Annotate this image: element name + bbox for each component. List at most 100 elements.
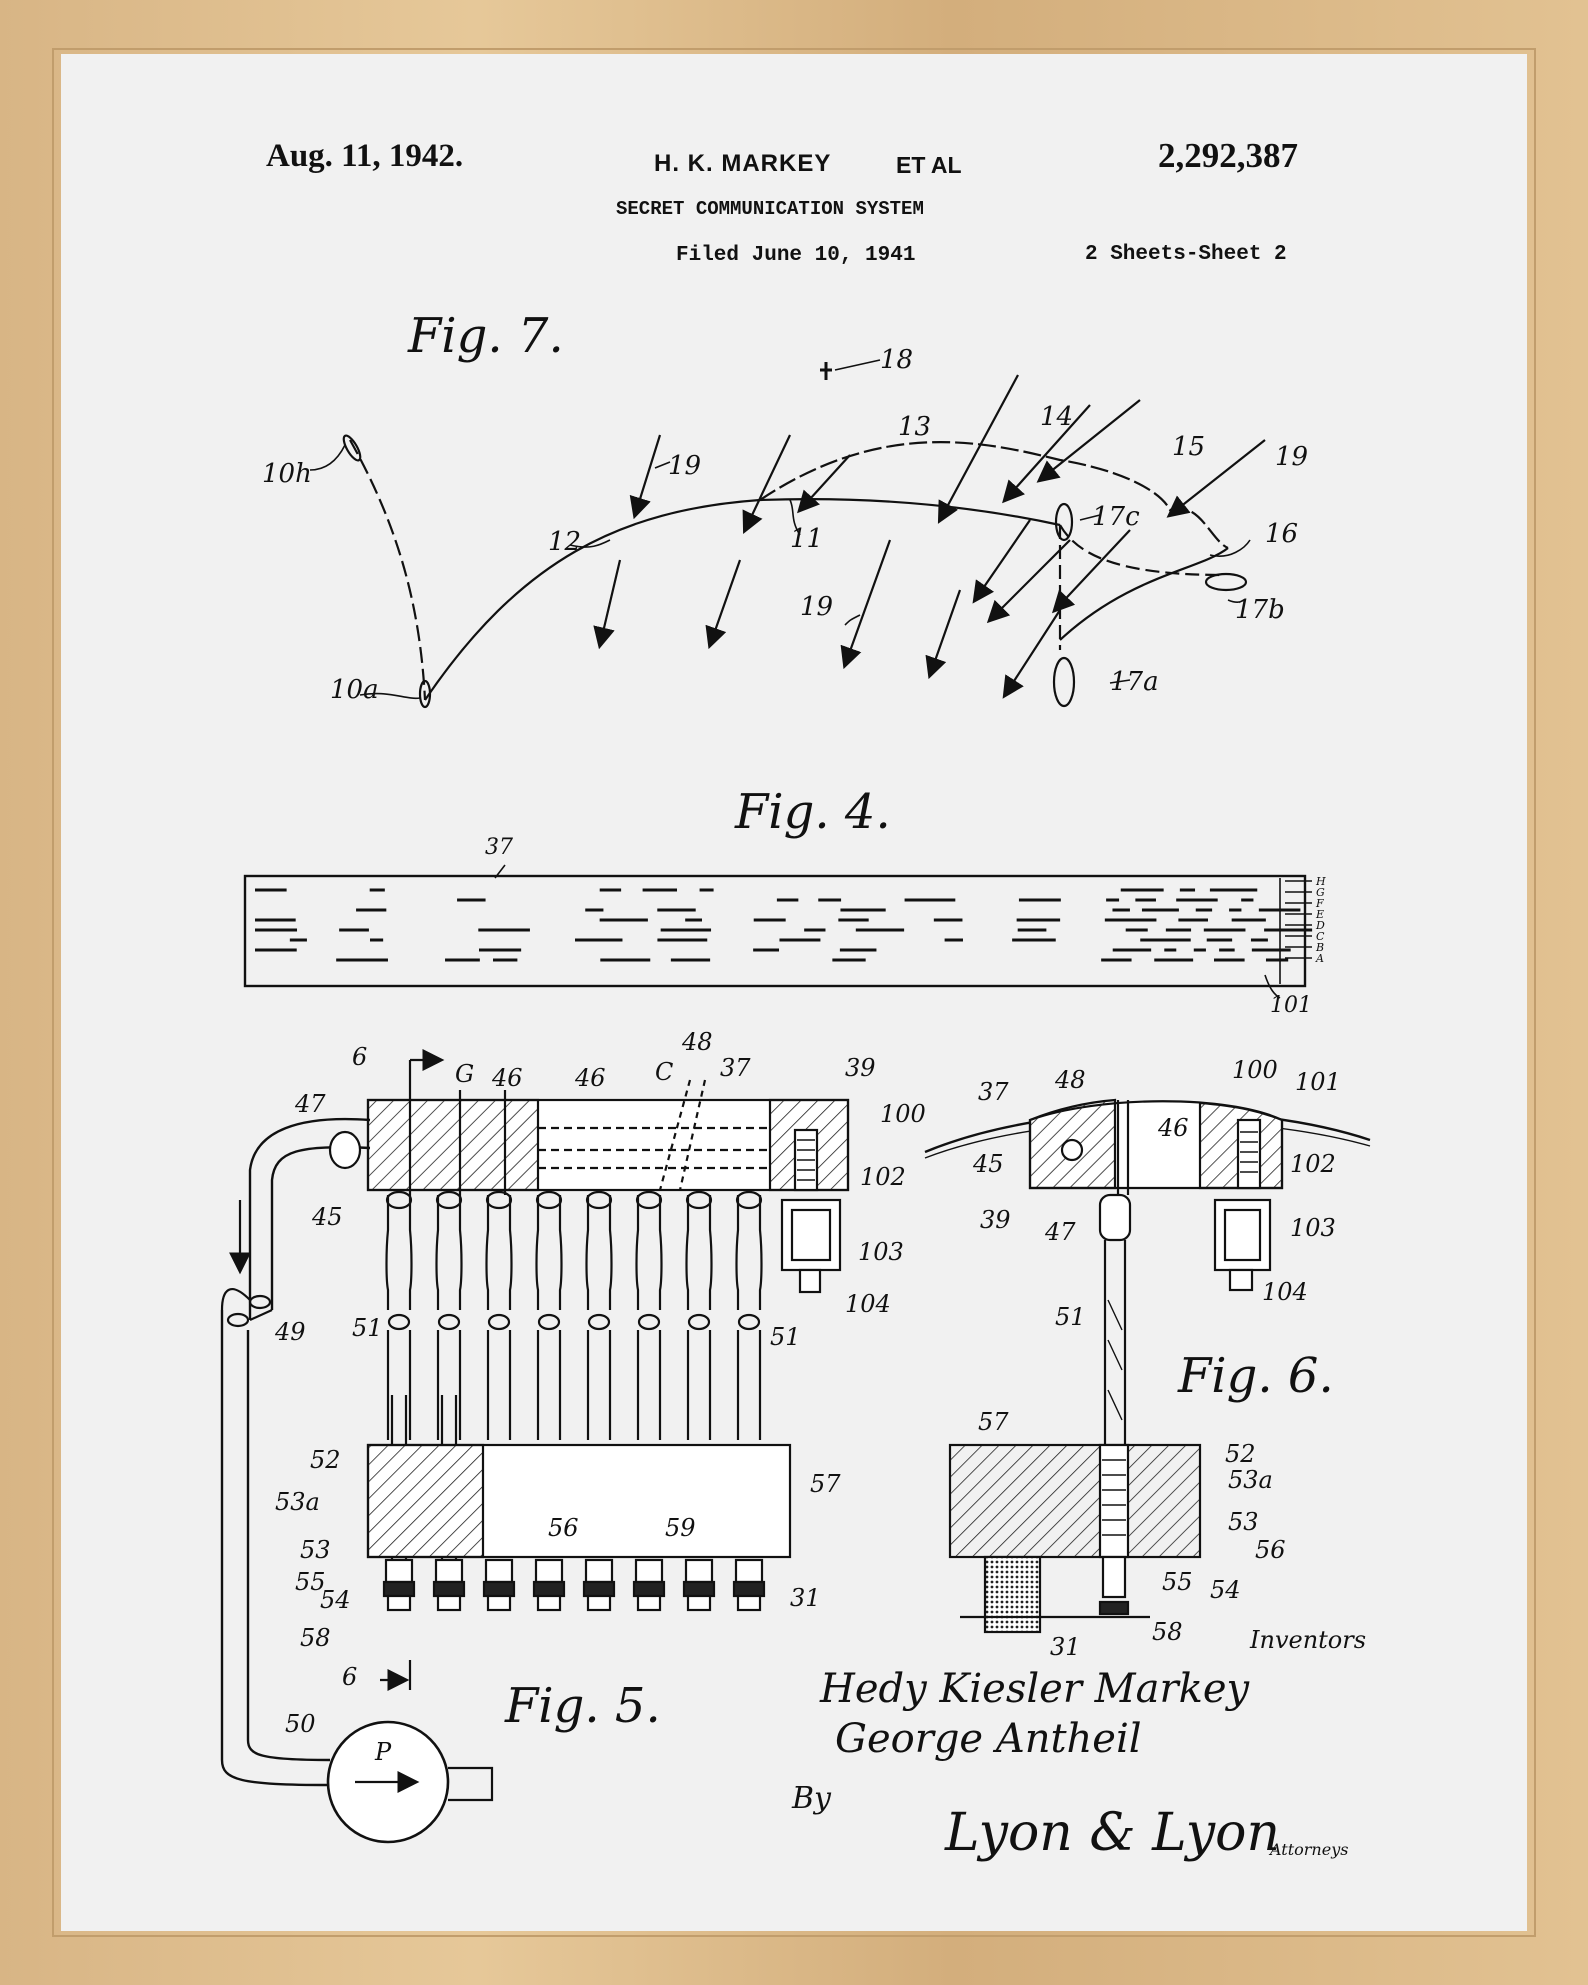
valve-seat (732, 1580, 766, 1598)
track-label-a: A (1315, 952, 1324, 965)
valve-seat (582, 1580, 616, 1598)
valve-outlet (736, 1594, 762, 1612)
by-label: By (791, 1781, 832, 1816)
label-52: 52 (310, 1446, 341, 1474)
fig5-title: Fig. 5. (504, 1678, 661, 1734)
label-47-fig6: 47 (1044, 1218, 1076, 1246)
filed-date: Filed June 10, 1941 (676, 244, 916, 267)
tube-fitting (635, 1190, 663, 1210)
signature-hedy: Hedy Kiesler Markey (819, 1666, 1250, 1712)
air-tube (635, 1195, 663, 1310)
track-label-d: D (1315, 919, 1325, 932)
air-tube-lower (486, 1330, 512, 1440)
label-48-fig6: 48 (1054, 1066, 1086, 1094)
label-101-tape: 101 (1270, 993, 1312, 1018)
track-label-e: E (1315, 908, 1324, 921)
tube-fitting (485, 1190, 513, 1210)
tube-joint (737, 1313, 761, 1331)
label-17c: 17c (1092, 502, 1140, 532)
tube-joint (687, 1313, 711, 1331)
label-10a: 10a (330, 675, 379, 705)
label-100: 100 (880, 1100, 926, 1128)
label-10h: 10h (262, 459, 312, 489)
valve-outlet (536, 1594, 562, 1612)
tube-fitting (435, 1190, 463, 1210)
sheet-count: 2 Sheets-Sheet 2 (1085, 243, 1287, 266)
valve-seat (682, 1580, 716, 1598)
label-51-fig6: 51 (1055, 1303, 1086, 1331)
patent-number: 2,292,387 (1158, 136, 1298, 175)
label-31-fig6: 31 (1050, 1633, 1081, 1661)
label-47: 47 (294, 1090, 326, 1118)
air-tube-lower (386, 1330, 412, 1440)
label-55-fig6: 55 (1162, 1568, 1193, 1596)
figure-7 (309, 359, 1266, 709)
label-102: 102 (860, 1163, 906, 1191)
label-52-fig6: 52 (1225, 1440, 1256, 1468)
tube-fitting (535, 1190, 563, 1210)
air-tube-lower (436, 1330, 462, 1440)
air-tube-lower (686, 1330, 712, 1440)
label-37: 37 (720, 1054, 751, 1082)
air-tube (485, 1195, 513, 1310)
valve-body (534, 1558, 564, 1584)
label-45-fig6: 45 (972, 1150, 1004, 1178)
valve-body (434, 1558, 464, 1584)
patent-date: Aug. 11, 1942. (266, 138, 464, 174)
tube-fitting (385, 1190, 413, 1210)
track-label-b: B (1315, 941, 1324, 954)
label-14: 14 (1040, 402, 1073, 432)
tube-joint (487, 1313, 511, 1331)
signature-george: George Antheil (835, 1716, 1142, 1762)
fig4-title: Fig. 4. (734, 784, 891, 840)
air-tube-lower (636, 1330, 662, 1440)
label-6-bottom: 6 (342, 1663, 357, 1691)
tube-fitting (685, 1190, 713, 1210)
valve-body (484, 1558, 514, 1584)
label-59: 59 (665, 1514, 696, 1542)
air-tube-lower (736, 1330, 762, 1440)
valve-seat (532, 1580, 566, 1598)
valve-outlet (636, 1594, 662, 1612)
label-16: 16 (1265, 519, 1298, 549)
label-6-top: 6 (352, 1043, 367, 1071)
label-G: G (455, 1060, 474, 1088)
label-31: 31 (790, 1584, 821, 1612)
air-tube (685, 1195, 713, 1310)
label-53: 53 (300, 1536, 331, 1564)
label-103: 103 (858, 1238, 904, 1266)
label-48: 48 (681, 1028, 713, 1056)
signature-attorneys: Lyon & Lyon (944, 1803, 1280, 1863)
label-37-tape: 37 (485, 835, 513, 860)
label-37-fig6: 37 (978, 1078, 1009, 1106)
label-17b: 17b (1235, 595, 1285, 625)
label-57-fig6: 57 (978, 1408, 1009, 1436)
label-53-fig6: 53 (1228, 1508, 1259, 1536)
valve-body (584, 1558, 614, 1584)
label-39-fig6: 39 (980, 1206, 1011, 1234)
label-104-fig6: 104 (1262, 1278, 1308, 1306)
label-49: 49 (274, 1318, 306, 1346)
label-100-fig6: 100 (1232, 1056, 1278, 1084)
label-58: 58 (300, 1624, 331, 1652)
label-17a: 17a (1110, 667, 1159, 697)
track-label-h: H (1315, 875, 1326, 888)
valve-seat (482, 1580, 516, 1598)
figure-6 (924, 1098, 1371, 1634)
label-46a: 46 (491, 1064, 523, 1092)
label-51a: 51 (352, 1314, 383, 1342)
label-53a-fig6: 53a (1228, 1466, 1273, 1494)
label-19a: 19 (668, 451, 701, 481)
fig6-title: Fig. 6. (1177, 1348, 1334, 1404)
label-102-fig6: 102 (1290, 1150, 1336, 1178)
tube-fitting (735, 1190, 763, 1210)
air-tube-lower (536, 1330, 562, 1440)
label-58-fig6: 58 (1152, 1618, 1183, 1646)
air-tube (535, 1195, 563, 1310)
label-13: 13 (898, 412, 931, 442)
tube-joint (437, 1313, 461, 1331)
label-50: 50 (285, 1710, 316, 1738)
air-tube (385, 1195, 413, 1310)
label-55: 55 (295, 1568, 326, 1596)
